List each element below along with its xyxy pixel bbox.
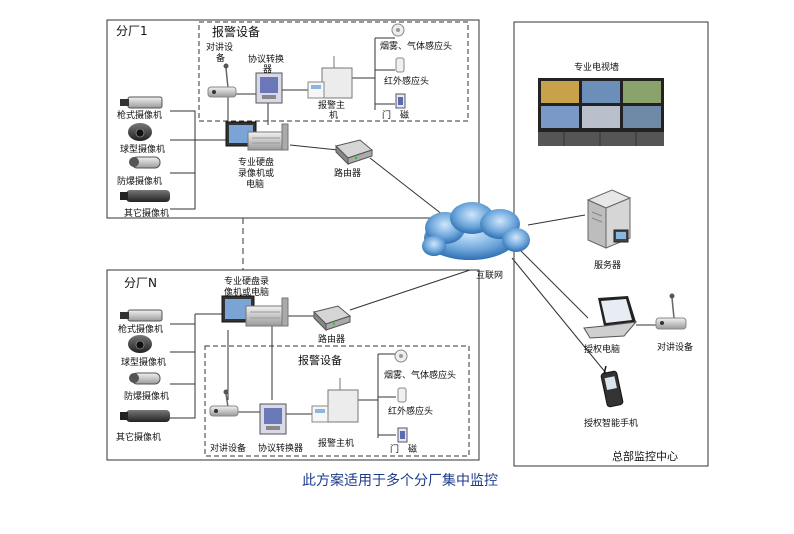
hq-server-icon xyxy=(586,189,632,249)
factoryN-other-camera-icon xyxy=(120,410,170,422)
factoryN-alarm-title: 报警设备 xyxy=(298,353,342,367)
factory1-protocol-label-1: 协议转换 xyxy=(248,53,284,65)
factoryN-explosion-proof-camera-icon xyxy=(129,372,161,385)
factory1-smoke-sensor-icon xyxy=(391,23,405,37)
factoryN-title: 分厂N xyxy=(124,276,157,290)
factoryN-box xyxy=(106,269,480,461)
factoryN-smoke-label: 烟雾、气体感应头 xyxy=(384,369,456,381)
factoryN-camera-label: 其它摄像机 xyxy=(116,431,161,443)
hq-phone-label: 授权智能手机 xyxy=(584,417,638,429)
factory1-box xyxy=(106,19,480,219)
factoryN-protocol-converter-icon xyxy=(259,403,287,435)
internet-cloud-icon xyxy=(422,202,530,260)
factoryN-camera-label: 防爆摄像机 xyxy=(124,390,169,402)
hq-tv-wall-icon xyxy=(538,78,664,146)
factory1-gun-camera-icon xyxy=(120,96,163,109)
factoryN-dvr-label-1: 专业硬盘录 xyxy=(224,275,269,287)
factoryN-door-sensor-icon xyxy=(397,427,408,443)
factory1-dome-camera-icon xyxy=(128,123,152,141)
hq-laptop-icon xyxy=(583,296,638,339)
factory1-camera-label: 枪式摄像机 xyxy=(117,109,162,121)
factory1-alarm-title: 报警设备 xyxy=(212,24,260,39)
factoryN-gun-camera-icon xyxy=(120,309,163,322)
factoryN-door-label: 门 磁 xyxy=(390,443,417,455)
factory1-intercom-label-1: 对讲设 xyxy=(206,41,233,53)
factory1-intercom-icon xyxy=(207,63,237,98)
factoryN-protocol-label: 协议转换器 xyxy=(258,442,303,454)
internet-label: 互联网 xyxy=(476,270,503,281)
factory1-alarm-host-label-2: 机 xyxy=(329,109,338,121)
factoryN-alarm-box xyxy=(204,345,470,457)
factory1-intercom-label-2: 备 xyxy=(216,52,225,64)
factory1-infrared-label: 红外感应头 xyxy=(384,75,429,87)
hq-intercom-icon xyxy=(655,293,687,330)
factoryN-infrared-label: 红外感应头 xyxy=(388,405,433,417)
factoryN-infrared-sensor-icon xyxy=(397,387,407,403)
factory1-dvr-label-3: 电脑 xyxy=(246,178,264,190)
factory1-dvr-label-1: 专业硬盘 xyxy=(238,156,274,168)
factoryN-camera-label: 枪式摄像机 xyxy=(118,323,163,335)
factory1-camera-label: 防爆摄像机 xyxy=(117,175,162,187)
diagram-caption: 此方案适用于多个分厂集中监控 xyxy=(302,472,498,489)
factory1-door-label: 门 磁 xyxy=(382,109,409,121)
factory1-explosion-proof-camera-icon xyxy=(129,156,161,169)
factoryN-dvr-icon xyxy=(221,295,289,327)
factory1-other-camera-icon xyxy=(120,190,170,202)
factory1-dvr-label-2: 录像机或 xyxy=(238,167,274,179)
connections xyxy=(170,37,658,438)
factory1-protocol-converter-icon xyxy=(255,72,283,104)
factory1-protocol-label-2: 器 xyxy=(263,64,272,75)
hq-laptop-label: 授权电脑 xyxy=(584,343,620,355)
factoryN-dvr-label-2: 像机或电脑 xyxy=(224,286,269,298)
factoryN-dome-camera-icon xyxy=(128,335,152,353)
factory1-router-icon xyxy=(335,139,374,166)
hq-tv-wall-label: 专业电视墙 xyxy=(574,61,619,73)
factoryN-alarm-host-label: 报警主机 xyxy=(318,437,354,449)
factory1-dvr-icon xyxy=(225,121,289,151)
factory1-door-sensor-icon xyxy=(395,93,406,109)
hq-title: 总部监控中心 xyxy=(612,449,678,463)
factory1-alarm-host-icon xyxy=(307,56,353,99)
factoryN-router-label: 路由器 xyxy=(318,333,345,345)
factoryN-alarm-host-icon xyxy=(311,378,359,423)
factoryN-intercom-icon xyxy=(209,389,239,417)
factory1-smoke-label: 烟雾、气体感应头 xyxy=(380,40,452,52)
hq-server-label: 服务器 xyxy=(594,259,621,271)
hq-smartphone-icon xyxy=(600,365,624,408)
factory1-router-label: 路由器 xyxy=(334,167,361,179)
hq-intercom-label: 对讲设备 xyxy=(657,341,693,353)
factoryN-intercom-label: 对讲设备 xyxy=(210,442,246,454)
factory1-alarm-host-label-1: 报警主 xyxy=(318,99,345,111)
factoryN-camera-label: 球型摄像机 xyxy=(121,356,166,368)
factory1-title: 分厂1 xyxy=(116,24,148,38)
factoryN-smoke-sensor-icon xyxy=(394,349,408,363)
factory1-camera-label: 球型摄像机 xyxy=(120,143,165,155)
factory1-infrared-sensor-icon xyxy=(395,57,405,73)
factoryN-router-icon xyxy=(313,305,352,332)
factory1-camera-label: 其它摄像机 xyxy=(124,207,169,219)
